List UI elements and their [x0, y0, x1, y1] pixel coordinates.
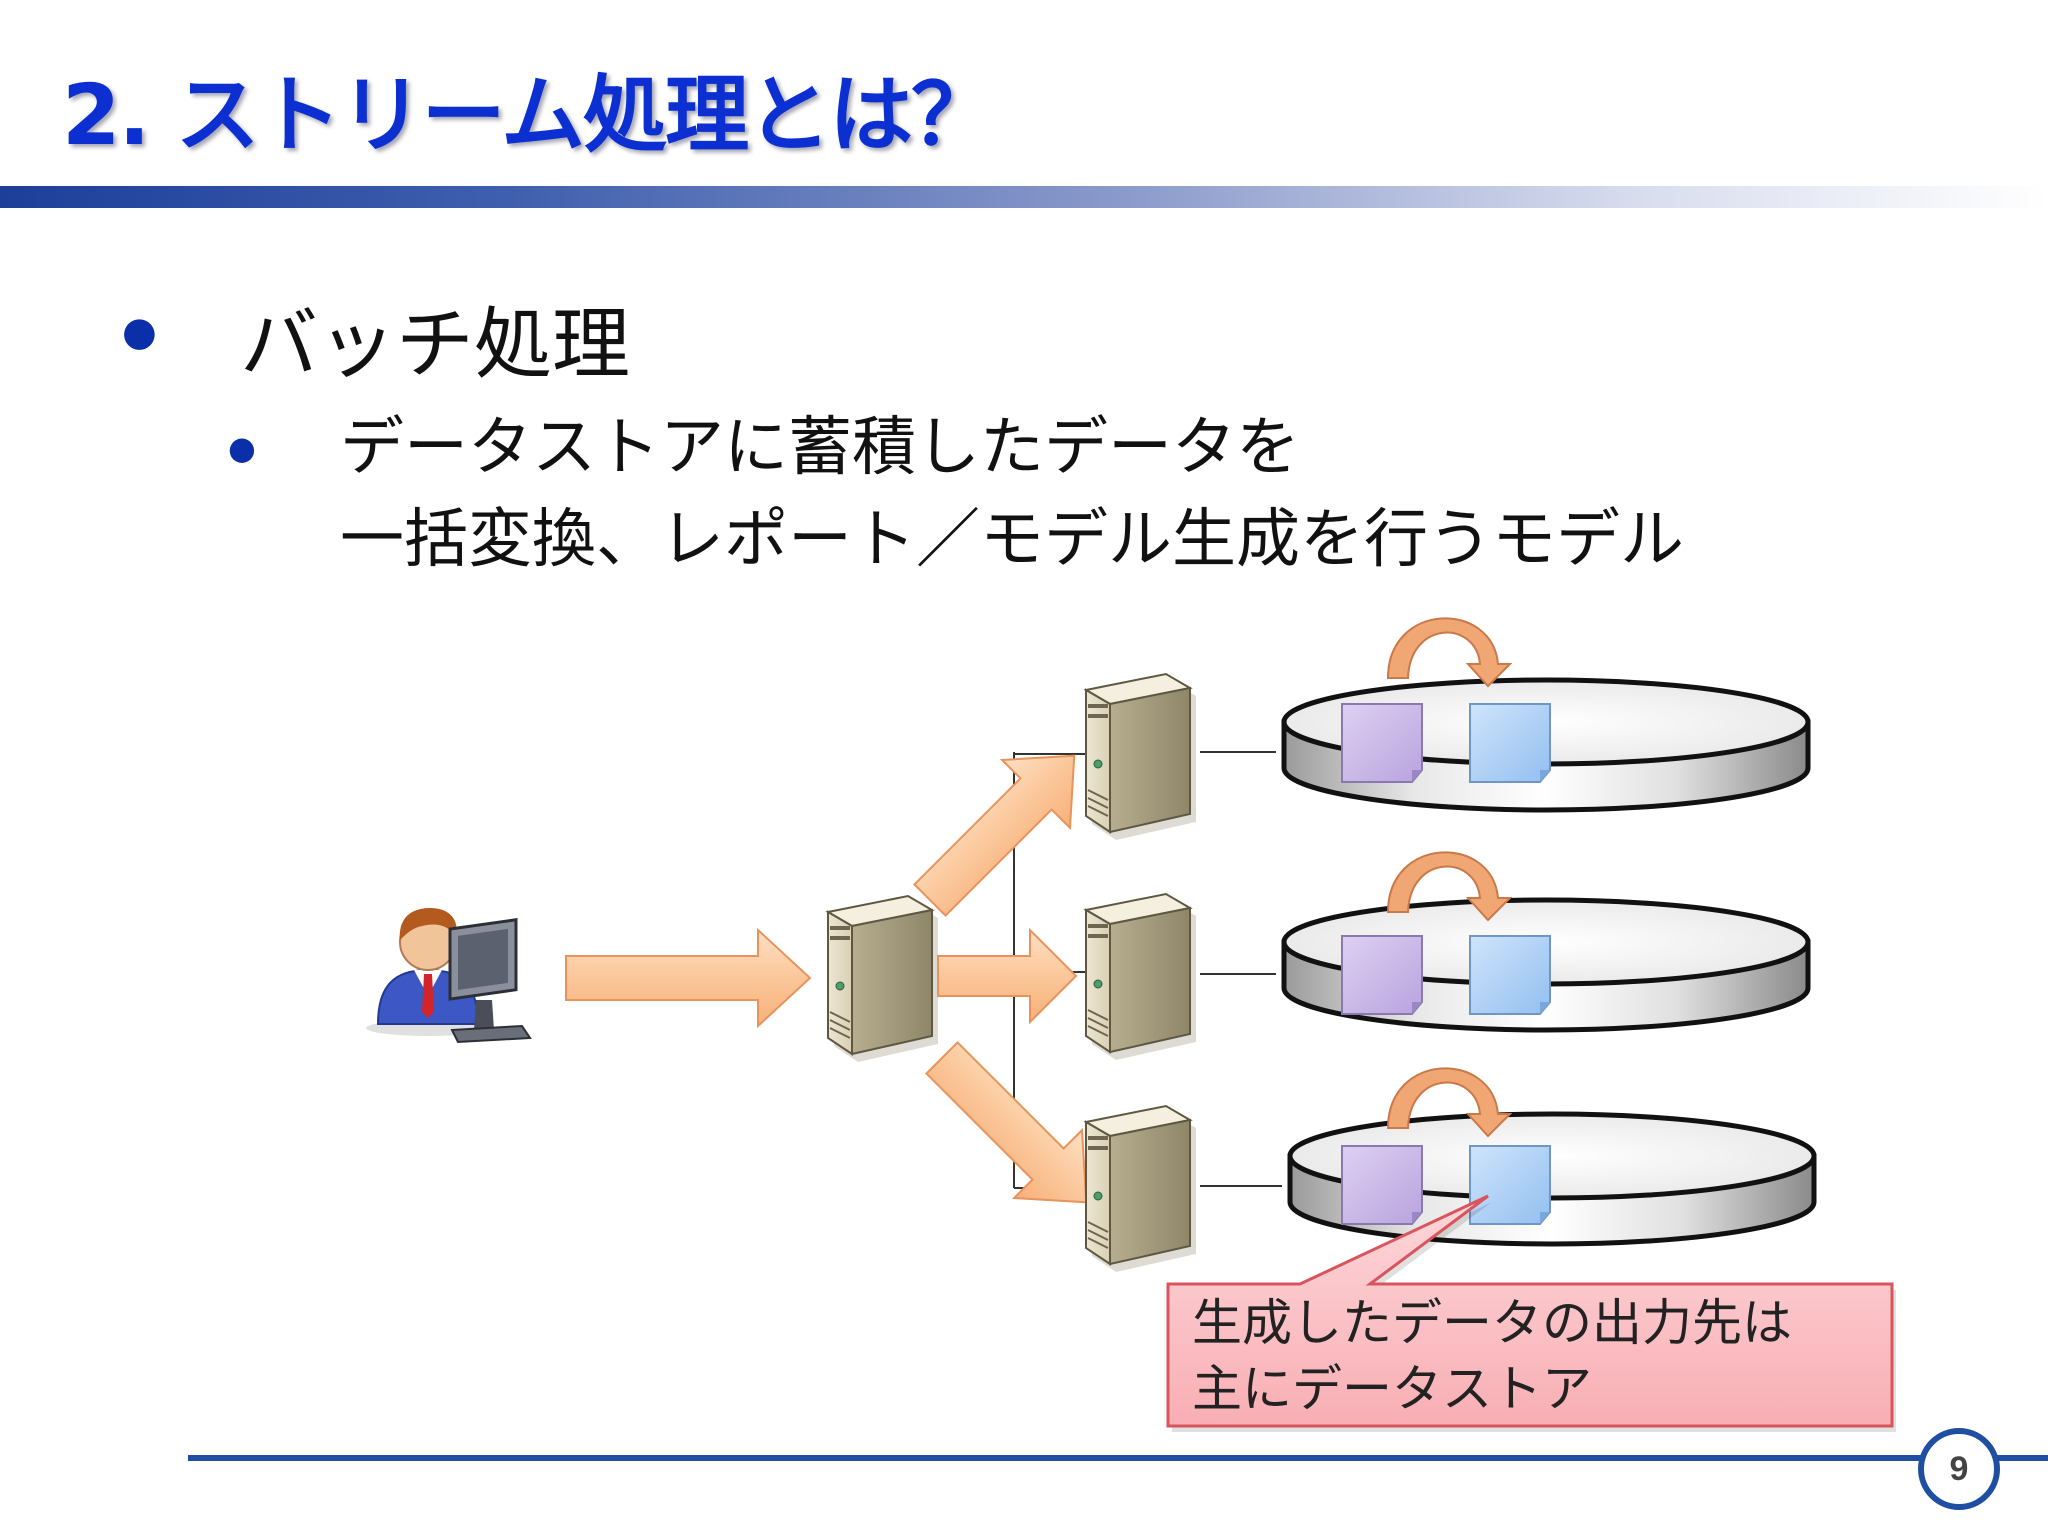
source-document-icon-bottom: [1341, 1145, 1423, 1225]
output-document-icon-middle: [1469, 935, 1551, 1015]
dispatch-server-icon: [827, 895, 939, 1063]
source-document-icon-top: [1341, 703, 1423, 783]
arrow-to-worker-top: [913, 754, 1076, 917]
bullet-level2-text: データストアに蓄積したデータを 一括変換、レポート／モデル生成を行うモデル: [340, 402, 1684, 586]
output-document-icon-bottom: [1469, 1145, 1551, 1225]
bullet-dot-l1: ●: [122, 309, 157, 355]
callout-text: 生成したデータの出力先は 主にデータストア: [1192, 1290, 1892, 1422]
callout-line-1: 生成したデータの出力先は: [1192, 1294, 1792, 1352]
slide-title: 2. ストリーム処理とは？: [62, 66, 995, 164]
user-at-computer-icon: [366, 908, 532, 1044]
arrow-to-worker-middle: [937, 927, 1078, 1025]
arrow-user-to-server: [565, 927, 812, 1029]
footer-rule: [188, 1455, 1928, 1461]
worker-server-icon-middle: [1085, 893, 1197, 1061]
bullet-level1-text: バッチ処理: [240, 300, 631, 390]
bullet-level2-line-1: データストアに蓄積したデータを: [340, 411, 1300, 485]
source-document-icon-middle: [1341, 935, 1423, 1015]
output-document-icon-top: [1469, 703, 1551, 783]
transform-arrow-icon-top: [1387, 617, 1511, 687]
worker-server-icon-top: [1085, 673, 1197, 841]
title-underline-bar: [0, 186, 2048, 208]
bullet-level2-line-2: 一括変換、レポート／モデル生成を行うモデル: [340, 503, 1684, 577]
callout-box: [1166, 1194, 1896, 1432]
arrow-to-worker-bottom: [925, 1041, 1088, 1204]
footer-rule-right: [1996, 1455, 2048, 1461]
page-number: 9: [1949, 1449, 1969, 1488]
callout-line-2: 主にデータストア: [1192, 1360, 1592, 1418]
bullet-dot-l2: ●: [228, 429, 256, 467]
worker-server-icon-bottom: [1085, 1105, 1197, 1273]
page-number-badge: 9: [1918, 1428, 2000, 1510]
